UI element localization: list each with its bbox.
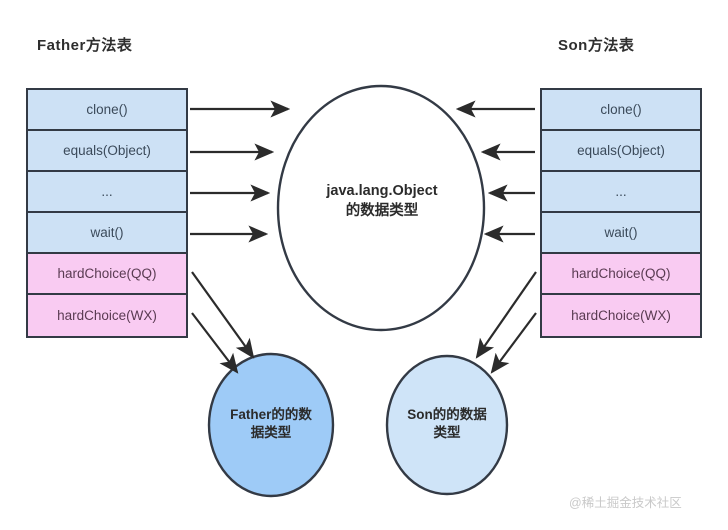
father-method-row-label: clone()	[86, 102, 128, 117]
father-method-row: ...	[28, 172, 186, 213]
father-method-row: hardChoice(QQ)	[28, 254, 186, 295]
father-method-row-label: wait()	[90, 225, 124, 240]
arrow-father-hardchoice-wx-to-father-type	[191, 312, 239, 374]
son-method-row-label: ...	[615, 184, 627, 199]
son-method-row: clone()	[542, 90, 700, 131]
arrow-father-hardchoice-qq-to-father-type	[191, 271, 255, 359]
father-method-row-label: equals(Object)	[63, 143, 151, 158]
son-method-row-label: hardChoice(QQ)	[571, 266, 671, 281]
father-table-title: Father方法表	[37, 37, 133, 54]
son-method-row: ...	[542, 172, 700, 213]
watermark: @稀土掘金技术社区	[569, 496, 682, 510]
son-method-row: hardChoice(WX)	[542, 295, 700, 336]
son-table-title: Son方法表	[558, 37, 635, 54]
father-method-row: clone()	[28, 90, 186, 131]
father-method-row-label: ...	[101, 184, 113, 199]
son-method-table: clone() equals(Object)... wait() hardChoice…	[540, 88, 702, 338]
father-method-row-label: hardChoice(QQ)	[57, 266, 157, 281]
son-method-row: wait()	[542, 213, 700, 254]
son-method-row: equals(Object)	[542, 131, 700, 172]
son-type-ellipse	[385, 354, 509, 496]
father-method-row: hardChoice(WX)	[28, 295, 186, 336]
arrow-son-hardchoice-wx-to-son-type	[490, 312, 537, 374]
father-method-table: clone() equals(Object)... wait() hardChoice…	[26, 88, 188, 338]
father-method-row: wait()	[28, 213, 186, 254]
son-method-row-label: wait()	[604, 225, 638, 240]
son-method-row-label: equals(Object)	[577, 143, 665, 158]
son-method-row-label: hardChoice(WX)	[571, 308, 671, 323]
son-method-row-label: clone()	[600, 102, 642, 117]
arrow-son-hardchoice-qq-to-son-type	[475, 271, 537, 359]
son-method-row: hardChoice(QQ)	[542, 254, 700, 295]
father-type-ellipse	[207, 352, 335, 498]
father-method-row-label: hardChoice(WX)	[57, 308, 157, 323]
object-node-ellipse	[276, 84, 486, 332]
father-method-row: equals(Object)	[28, 131, 186, 172]
